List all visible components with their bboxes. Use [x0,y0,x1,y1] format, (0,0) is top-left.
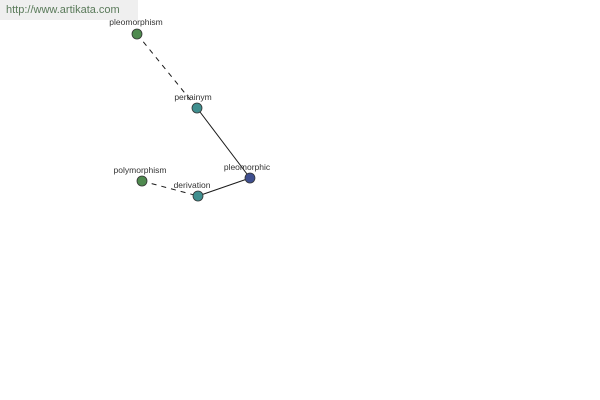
node-pleomorphic[interactable] [244,172,256,184]
label-pleomorphic[interactable]: pleomorphic [224,162,271,172]
node-pleomorphism[interactable] [131,28,143,40]
edge-derivation-pleomorphic [197,177,251,197]
label-pertainym[interactable]: pertainym [174,92,211,102]
node-pertainym[interactable] [191,102,203,114]
source-url[interactable]: http://www.artikata.com [0,0,138,20]
label-derivation[interactable]: derivation [174,180,211,190]
label-polymorphism[interactable]: polymorphism [114,165,167,175]
node-polymorphism[interactable] [136,175,148,187]
node-derivation[interactable] [192,190,204,202]
edge-pertainym-pleomorphic [196,107,251,179]
label-pleomorphism[interactable]: pleomorphism [109,17,162,27]
